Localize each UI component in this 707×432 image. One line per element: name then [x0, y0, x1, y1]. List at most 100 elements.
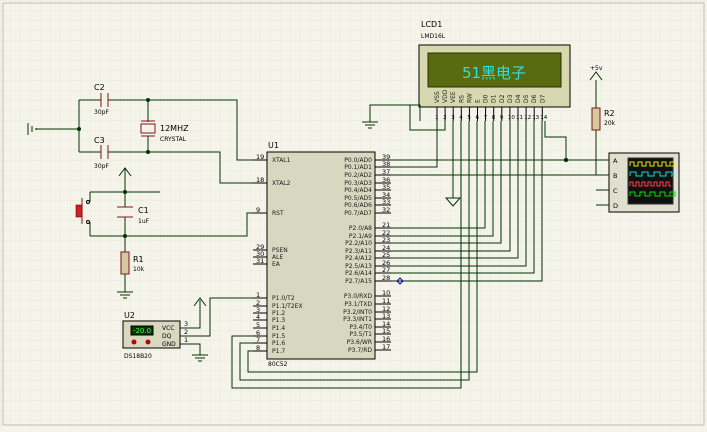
mcu-pin-number: 35 — [382, 183, 390, 191]
mcu-pin-number: 8 — [256, 344, 260, 352]
mcu-pin-number: 7 — [256, 336, 260, 344]
mcu-pin-label: P1.6 — [272, 340, 285, 347]
mcu-pin-number: 6 — [256, 329, 260, 337]
reset-circuit[interactable]: C1 1uF R1 10k — [75, 167, 253, 299]
scope-channel-a: A — [613, 157, 618, 165]
mcu-pin-label: P2.5/A13 — [345, 263, 372, 270]
mcu-pin-number: 16 — [382, 335, 390, 343]
mcu-pin-label: P1.2 — [272, 310, 285, 317]
lcd-pin-label: RW — [466, 93, 473, 103]
mcu-pin-number: 11 — [382, 297, 390, 305]
vcc-arrow-icon-r2 — [589, 71, 603, 81]
mcu-pin-number: 15 — [382, 327, 390, 335]
mcu-pin-label: P3.4/T0 — [349, 324, 372, 331]
mcu-pin-number: 3 — [256, 306, 260, 314]
mcu-pin-number: 36 — [382, 176, 390, 184]
mcu-pin-number: 5 — [256, 321, 260, 329]
lcd-pin-label: RS — [458, 95, 465, 103]
lcd-pin-number: 3 — [451, 115, 455, 121]
mcu-pin-label: P0.4/AD4 — [344, 187, 372, 194]
mcu-pin-label: P0.1/AD1 — [344, 164, 372, 171]
mcu-part: 80C52 — [268, 361, 288, 368]
c1-capacitor-icon — [117, 206, 133, 218]
mcu-pin-label: P3.1/TXD — [344, 301, 372, 308]
mcu-pin-label: P1.1/T2EX — [272, 303, 303, 310]
u2-pin-gnd: GND — [162, 341, 176, 348]
lcd-pin-label: D2 — [499, 94, 506, 103]
r2-ref: R2 — [604, 109, 615, 118]
lcd-module[interactable]: LCD1 LMD16L 51黑电子 VSS1VDD2VEE3RS4RW5E6D0… — [418, 20, 571, 121]
mcu-pin-number: 18 — [256, 176, 264, 184]
mcu-pin-label: XTAL2 — [272, 180, 291, 187]
mcu-pin-number: 22 — [382, 229, 390, 237]
svg-text:1: 1 — [184, 336, 188, 344]
lcd-part: LMD16L — [421, 33, 446, 40]
scope-channel-d: D — [613, 202, 618, 210]
c1-value: 1uF — [138, 218, 150, 225]
lcd-pin-label: D3 — [507, 94, 514, 103]
mcu-pin-number: 14 — [382, 320, 390, 328]
mcu-pin-number: 4 — [256, 313, 260, 321]
mcu-pin-number: 9 — [256, 206, 260, 214]
u2-plus-button-icon[interactable] — [145, 339, 151, 345]
u2-display — [130, 325, 154, 336]
scope-channel-b: B — [613, 172, 617, 180]
mcu-pin-label: P3.3/INT1 — [343, 316, 372, 323]
lcd-pin-number: 8 — [492, 115, 496, 121]
vcc-label: +5v — [590, 65, 603, 72]
u2-part: DS18B20 — [124, 353, 152, 360]
oscilloscope[interactable]: A B C D — [595, 152, 680, 213]
u2-minus-button-icon[interactable] — [131, 339, 137, 345]
c3-value: 30pF — [94, 163, 109, 170]
lcd-pin-number: 6 — [476, 115, 480, 121]
crystal-label: 12MHZ — [160, 124, 189, 133]
lcd-screen — [427, 52, 562, 88]
mcu-pin-label: P3.0/RXD — [344, 293, 372, 300]
mcu-pin-label: P1.3 — [272, 317, 285, 324]
vcc-arrow-icon — [118, 167, 132, 177]
lcd-pin-label: D5 — [523, 94, 530, 103]
mcu-pin-number: 34 — [382, 191, 390, 199]
ds18b20-sensor[interactable]: U2 -20.0 VCC DQ GND DS18B20 3 2 1 — [122, 297, 253, 362]
u2-pin-vcc: VCC — [162, 325, 174, 332]
ground-icon-r1 — [117, 291, 133, 299]
lcd-pin-label: D1 — [491, 94, 498, 103]
mcu-pin-number: 38 — [382, 160, 390, 168]
u2-pin-dq: DQ — [162, 333, 172, 340]
r2-resistor-icon — [591, 107, 601, 131]
lcd-pin-number: 11 — [516, 115, 523, 121]
mcu-pin-label: P1.7 — [272, 348, 285, 355]
mcu-pin-number: 12 — [382, 305, 390, 313]
lcd-pin-number: 14 — [540, 115, 547, 121]
mcu-pin-number: 39 — [382, 153, 390, 161]
lcd-pin-label: D6 — [531, 94, 538, 103]
mcu-pin-label: P0.5/AD5 — [344, 195, 372, 202]
mcu-pin-label: EA — [272, 261, 281, 268]
mcu-pin-label: P3.7/RD — [348, 347, 372, 354]
mcu-pin-label: P0.7/AD7 — [344, 210, 372, 217]
r2-resistor[interactable]: +5v R2 20k — [589, 65, 616, 152]
mcu-pin-label: P0.3/AD3 — [344, 180, 372, 187]
lcd-text: 51黑电子 — [462, 64, 526, 82]
c3-capacitor-icon — [100, 145, 109, 159]
mcu-pin-number: 1 — [256, 291, 260, 299]
mcu-pin-number: 2 — [256, 299, 260, 307]
mcu-pin-number: 27 — [382, 266, 390, 274]
lcd-pin-label: VDD — [442, 89, 449, 103]
mcu-pin-number: 21 — [382, 221, 390, 229]
lcd-pin-label: D4 — [515, 94, 522, 103]
svg-text:3: 3 — [184, 320, 188, 328]
scope-channel-c: C — [613, 187, 618, 195]
oscillator-circuit[interactable]: C2 30pF C3 30pF 12MHZ CRYSTAL — [27, 83, 253, 184]
mcu-pin-number: 24 — [382, 244, 390, 252]
mcu-ref: U1 — [268, 141, 279, 150]
mcu-pin-number: 10 — [382, 289, 390, 297]
ground-icon-u2 — [192, 354, 208, 362]
mcu-pin-label: P3.5/T1 — [349, 331, 372, 338]
mcu-pin-label: P2.6/A14 — [345, 270, 372, 277]
crystal-icon — [140, 123, 156, 134]
c2-ref: C2 — [94, 83, 105, 92]
